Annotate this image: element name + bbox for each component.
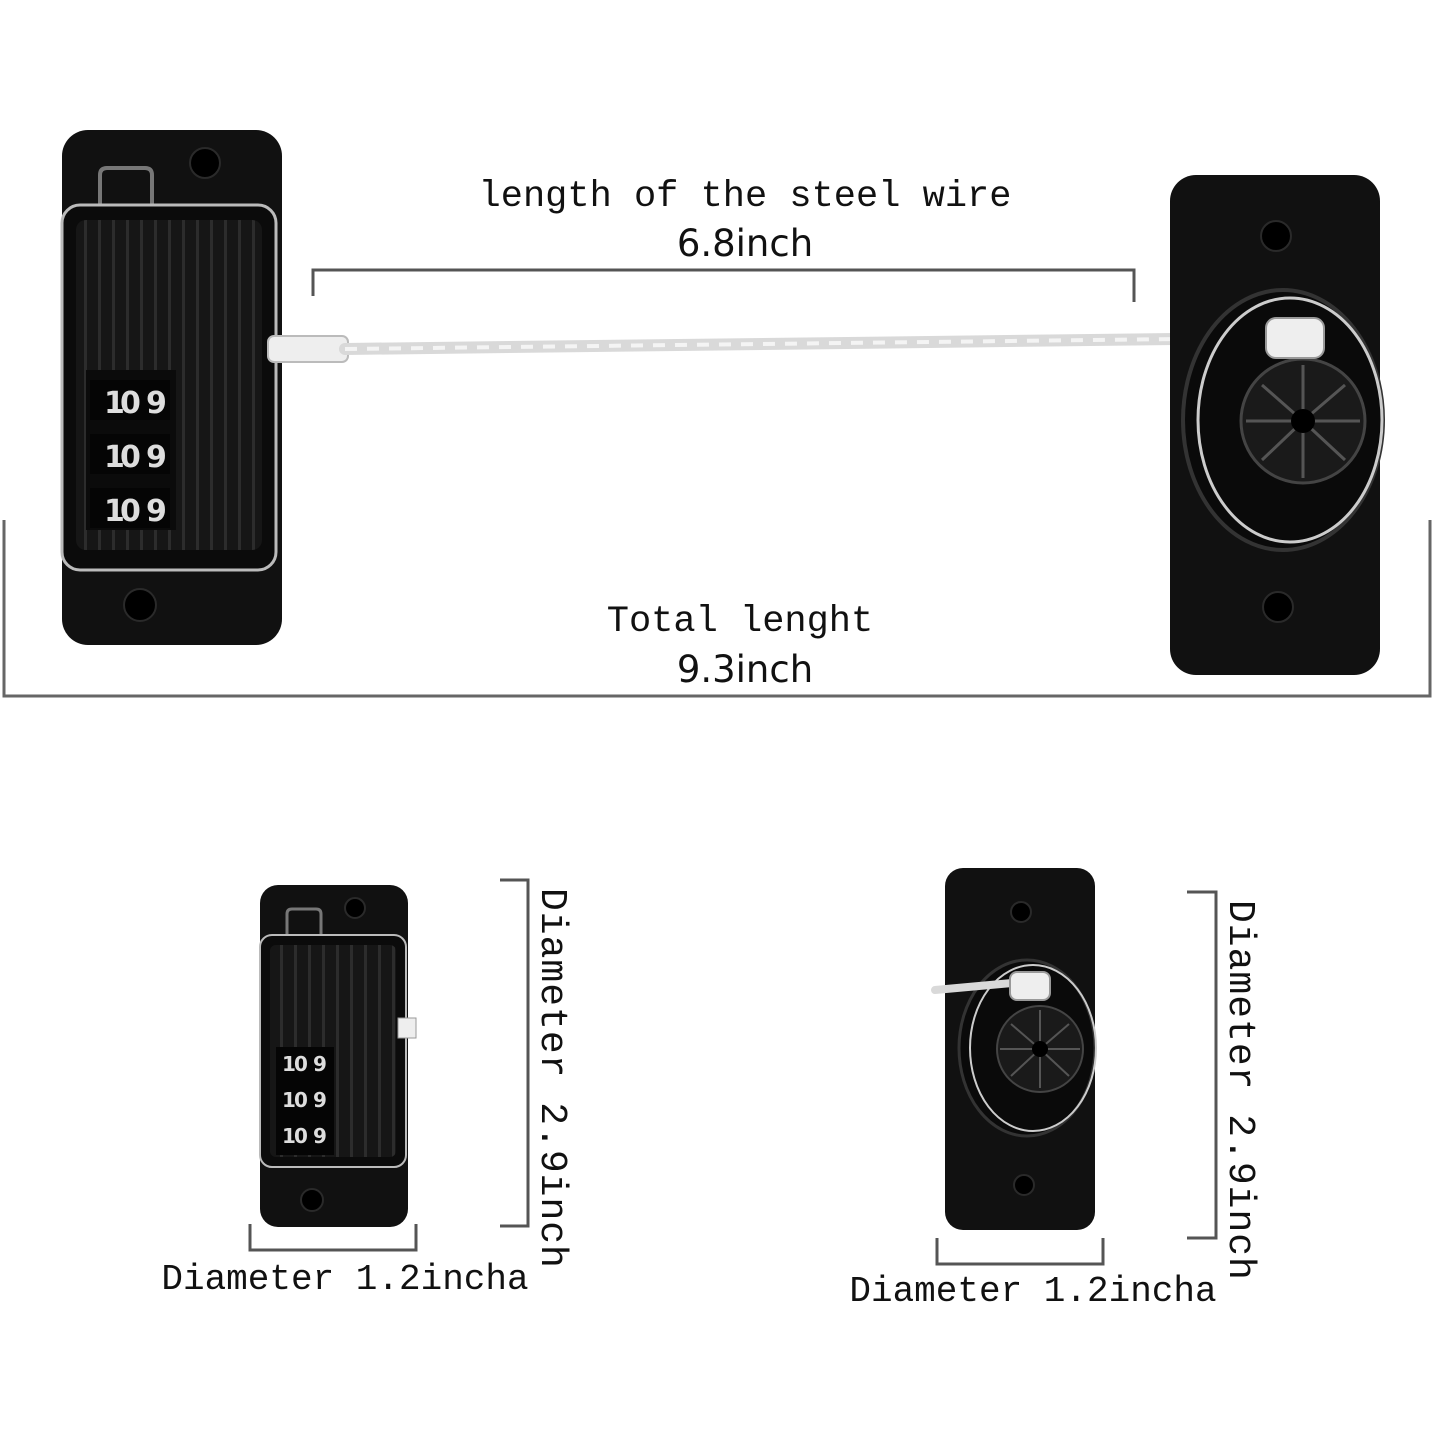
steel-wire — [267, 332, 1266, 363]
dial-digit: 0 — [294, 1088, 308, 1112]
dial-digit: 1 — [282, 1124, 296, 1148]
left-width-bracket — [248, 1224, 418, 1252]
dial-rows-large: 1 0 9 1 0 9 1 0 9 — [90, 380, 170, 529]
total-length-title: Total lenght — [606, 601, 874, 643]
dial-digit: 1 — [104, 440, 125, 475]
right-width-bracket — [935, 1238, 1105, 1266]
total-length-bracket — [2, 520, 1432, 698]
dial-digit: 1 — [282, 1052, 296, 1076]
dial-row-3: 1 0 9 — [90, 488, 170, 529]
right-width-label: Diameter 1.2incha — [849, 1271, 1217, 1312]
dial-digit: 9 — [146, 440, 167, 475]
dial-digit: 9 — [313, 1124, 327, 1148]
combination-lock-small: 1 0 9 1 0 9 1 0 9 — [259, 885, 417, 1227]
total-length-value: 9.3inch — [676, 648, 814, 691]
dial-digit: 9 — [146, 494, 167, 529]
right-height-label: Diameter 2.9inch — [1218, 900, 1261, 1281]
left-height-bracket — [500, 878, 530, 1228]
right-height-bracket — [1187, 890, 1218, 1240]
dial-1: 1 — [104, 386, 125, 421]
dial-0: 0 — [120, 386, 141, 421]
left-height-label: Diameter 2.9inch — [530, 888, 573, 1269]
dial-9: 9 — [146, 386, 167, 421]
wire-length-bracket — [311, 268, 1136, 302]
dial-row-1: 1 0 9 — [90, 380, 170, 421]
wire-length-title: length of the steel wire — [478, 176, 1012, 218]
dial-digit: 1 — [282, 1088, 296, 1112]
left-width-label: Diameter 1.2incha — [161, 1259, 529, 1300]
dial-digit: 0 — [120, 440, 141, 475]
dial-digit: 9 — [313, 1088, 327, 1112]
dial-digit: 1 — [104, 494, 125, 529]
dial-digit: 0 — [294, 1124, 308, 1148]
dial-digit: 9 — [313, 1052, 327, 1076]
anchor-plate-small — [931, 868, 1097, 1230]
dial-digit: 0 — [120, 494, 141, 529]
dial-digit: 0 — [294, 1052, 308, 1076]
anchor-plate-large — [1170, 175, 1385, 675]
dial-row-2: 1 0 9 — [90, 434, 170, 475]
wire-length-value: 6.8inch — [676, 222, 814, 265]
